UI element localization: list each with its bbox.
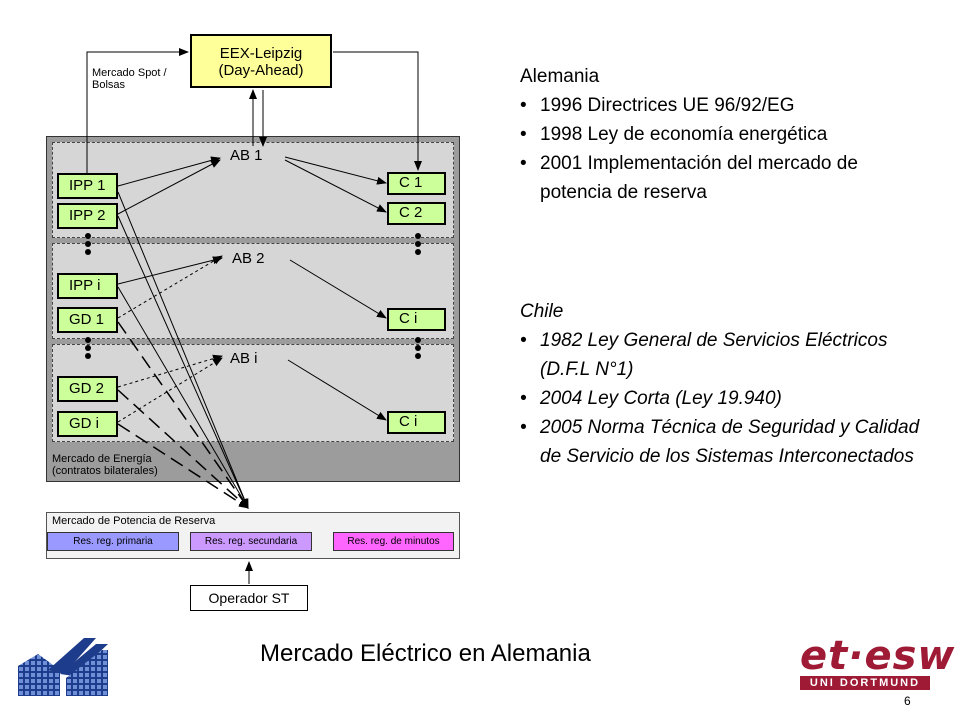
c2-box: C 2	[387, 202, 446, 225]
primary-reserve-box: Res. reg. primaria	[47, 532, 179, 551]
ci-box-3: C i	[387, 411, 446, 434]
gdi-box: GD i	[57, 411, 118, 437]
chile-item: 1982 Ley General de Servicios Eléctricos…	[520, 326, 920, 384]
system-operator-box: Operador ST	[190, 585, 308, 611]
minutes-reserve-box: Res. reg. de minutos	[333, 532, 454, 551]
ab2-label: AB 2	[232, 250, 265, 267]
alemania-section: Alemania 1996 Directrices UE 96/92/EG 19…	[520, 62, 920, 207]
secondary-reserve-box: Res. reg. secundaria	[190, 532, 312, 551]
reserve-market-title: Mercado de Potencia de Reserva	[52, 515, 216, 527]
gd2-box: GD 2	[57, 376, 118, 402]
gd1-box: GD 1	[57, 307, 118, 333]
chile-section: Chile 1982 Ley General de Servicios Eléc…	[520, 297, 920, 471]
page-number: 6	[904, 694, 911, 708]
etesw-logo-text: et·esw	[800, 633, 956, 679]
ipp2-box: IPP 2	[57, 203, 118, 229]
ipp1-box: IPP 1	[57, 173, 118, 199]
ab1-label: AB 1	[230, 147, 263, 164]
alemania-item: 2001 Implementación del mercado de poten…	[520, 149, 920, 207]
etesw-logo: et·esw UNI DORTMUND	[800, 636, 954, 696]
energy-market-label: Mercado de Energía (contratos bilaterale…	[52, 453, 158, 477]
university-logo-icon	[18, 638, 108, 696]
alemania-title: Alemania	[520, 66, 600, 87]
etesw-logo-subtitle: UNI DORTMUND	[800, 676, 930, 690]
ci-box-2: C i	[387, 308, 446, 331]
c1-box: C 1	[387, 172, 446, 195]
abi-label: AB i	[230, 350, 258, 367]
spot-market-label: Mercado Spot / Bolsas	[92, 67, 167, 91]
ippi-box: IPP i	[57, 273, 118, 299]
slide-title: Mercado Eléctrico en Alemania	[260, 640, 591, 667]
chile-title: Chile	[520, 301, 564, 322]
eex-leipzig-box: EEX-Leipzig (Day-Ahead)	[190, 34, 332, 88]
chile-item: 2004 Ley Corta (Ley 19.940)	[520, 384, 920, 413]
alemania-item: 1996 Directrices UE 96/92/EG	[520, 91, 920, 120]
alemania-item: 1998 Ley de economía energética	[520, 120, 920, 149]
chile-item: 2005 Norma Técnica de Seguridad y Calida…	[520, 413, 920, 471]
